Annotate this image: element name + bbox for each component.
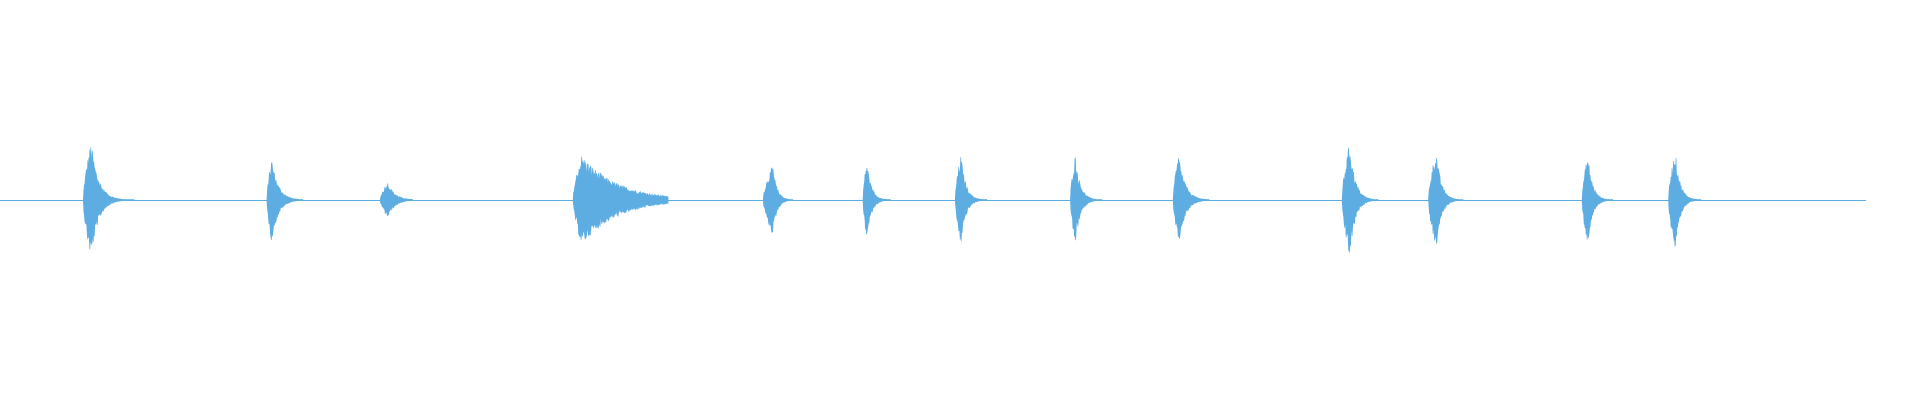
waveform-burst: [1341, 147, 1379, 253]
waveform-burst: [266, 162, 304, 241]
waveform-burst: [862, 167, 891, 235]
waveform-burst: [954, 157, 987, 242]
waveform-burst: [762, 167, 793, 233]
waveform-bursts: [83, 147, 1702, 253]
waveform-burst: [1070, 157, 1103, 241]
waveform-burst: [83, 147, 135, 250]
waveform-burst: [572, 156, 669, 241]
waveform-burst: [1172, 158, 1210, 239]
waveform-burst: [1581, 162, 1613, 240]
waveform-burst: [1428, 157, 1464, 244]
waveform-burst: [379, 183, 413, 217]
waveform-burst: [1668, 157, 1702, 247]
